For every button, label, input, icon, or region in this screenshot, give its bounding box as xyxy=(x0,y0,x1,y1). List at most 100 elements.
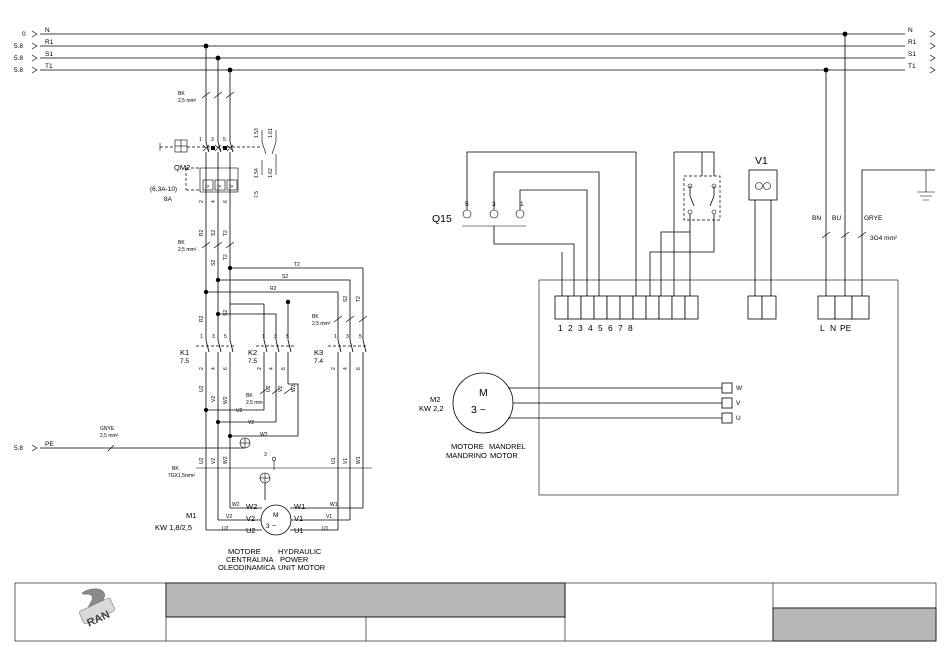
m2-terminal-u: U xyxy=(736,415,741,422)
cable4-color: BK xyxy=(246,393,253,399)
control-enclosure xyxy=(538,279,899,496)
breaker-pole-in-1: 1 xyxy=(199,137,202,143)
cable2-color: BK xyxy=(178,240,185,246)
m2-terminal-w: W xyxy=(736,385,743,392)
terminal-n: N xyxy=(830,323,836,333)
mains-feed: BN BU GRYE 3G4 mm² xyxy=(812,34,935,296)
terminal-5: 5 xyxy=(598,323,603,333)
pe-line: 5.8 PE GNYE 2,5 mm² 3 xyxy=(14,426,277,500)
k3-in-5: 5 xyxy=(359,334,362,340)
tag-w2-b: W2 xyxy=(291,384,297,392)
cable4-section: 2,5 mm xyxy=(246,400,263,406)
bus-ref-r1: 5.8 xyxy=(14,43,23,50)
mains-core-bn: BN xyxy=(812,215,821,222)
title-block: RAN xyxy=(14,582,937,642)
k2-in-3: 3 xyxy=(274,334,277,340)
tag-v1-a: V1 xyxy=(343,458,349,464)
k1-in-3: 3 xyxy=(212,334,215,340)
contactor-k1-ref: 7.5 xyxy=(180,358,189,365)
earth-tag: 3 xyxy=(264,452,267,458)
k2-out-6: 6 xyxy=(281,367,287,370)
tag-t2-a: T2 xyxy=(223,230,229,236)
supply-wires: BK 2,5 mm² xyxy=(178,46,235,142)
m1-caption-en-2: POWER xyxy=(280,555,309,564)
tag-w2-c: W2 xyxy=(260,432,268,438)
tag-v2-d: V2 xyxy=(211,458,217,464)
cable2-section: 2,5 mm² xyxy=(178,247,197,253)
q15-name: Q15 xyxy=(432,213,452,225)
breaker-aux-153: 1.53 xyxy=(254,128,260,138)
breaker-aux-162: 1.62 xyxy=(268,168,274,178)
m1-v1: V1 xyxy=(294,514,303,523)
pe-name: PE xyxy=(45,441,54,448)
tag-u2-c: U2 xyxy=(236,408,243,414)
contactor-k2-name: K2 xyxy=(248,348,257,357)
k1-in-5: 5 xyxy=(224,334,227,340)
m1-phase: 3 xyxy=(266,523,270,530)
tag-u1-b: U1 xyxy=(322,526,329,532)
m1-caption-en-1: HYDRAULIC xyxy=(278,547,322,556)
terminal-6: 6 xyxy=(608,323,613,333)
m2-symbol: M xyxy=(479,387,488,399)
m2-caption-en-1: MANDREL xyxy=(489,442,526,451)
tag-v2-b: V2 xyxy=(278,386,284,392)
k1-out-4: 4 xyxy=(211,367,217,370)
svg-text:I>: I> xyxy=(205,184,209,190)
terminal-pe: PE xyxy=(840,323,852,333)
m2-caption-en-2: MOTOR xyxy=(490,451,518,460)
tag-s2-e: S2 xyxy=(343,296,349,302)
contactor-k2-ref: 7.5 xyxy=(248,358,257,365)
k3-out-2: 2 xyxy=(331,367,337,370)
m1-name: M1 xyxy=(186,511,196,520)
motor-m1: M 3 ~ M1 KW 1,8/2,5 MOTORE CENTRALINA OL… xyxy=(155,504,326,572)
tag-w2-d: W2 xyxy=(223,456,229,464)
m1-symbol: M xyxy=(273,512,278,519)
breaker-aux-154: 1.54 xyxy=(254,168,260,178)
bus-label-t1-right: T1 xyxy=(908,63,916,70)
bus-label-s1: S1 xyxy=(45,51,53,58)
breaker-pole-in-5: 5 xyxy=(223,137,226,143)
company-logo: RAN xyxy=(79,588,115,630)
breaker-aux-161: 1.61 xyxy=(268,128,274,138)
k3-out-6: 6 xyxy=(356,367,362,370)
bus-label-s1-right: S1 xyxy=(908,51,916,58)
motor-cable-color: BK xyxy=(172,466,179,472)
cable3-color: BK xyxy=(312,314,319,320)
tag-w1-a: W1 xyxy=(356,456,362,464)
breaker-pole-in-3: 3 xyxy=(211,137,214,143)
bus-ref-s1: 5.8 xyxy=(14,55,23,62)
m2-name: M2 xyxy=(430,395,440,404)
tag-s2-c: S2 xyxy=(282,274,288,280)
k3-in-3: 3 xyxy=(346,334,349,340)
terminal-1: 1 xyxy=(558,323,563,333)
breaker-output-wires: BK 2,5 mm² R2 S2 T2 S2 T2 T2 S2 R2 R2 S2… xyxy=(178,205,368,330)
tag-s2-a: S2 xyxy=(211,230,217,236)
contactor-k1-name: K1 xyxy=(180,348,189,357)
limit-switch xyxy=(649,151,721,296)
m1-caption-en-3: UNIT MOTOR xyxy=(278,563,326,572)
svg-text:~: ~ xyxy=(272,521,277,530)
tag-w2-e: W2 xyxy=(232,502,240,508)
k2-out-4: 4 xyxy=(269,367,275,370)
tag-w2-a: W2 xyxy=(223,396,229,404)
breaker-name: QM2 xyxy=(174,163,190,172)
pe-cable-section: 2,5 mm² xyxy=(100,433,119,439)
k3-in-1: 1 xyxy=(334,334,337,340)
m1-w2: W2 xyxy=(246,502,257,511)
terminal-8: 8 xyxy=(628,323,633,333)
contactors: K1 7.5 1 3 5 2 4 6 K2 7.5 1 3 5 2 4 6 K3… xyxy=(180,330,368,520)
m2-terminal-v: V xyxy=(736,400,741,407)
tag-r2-d: R2 xyxy=(199,315,205,322)
v1-name: V1 xyxy=(755,155,768,167)
terminal-7: 7 xyxy=(618,323,623,333)
pe-cable-color: GNYE xyxy=(100,426,115,432)
supply-cable-color: BK xyxy=(178,91,185,97)
tag-w1-b: W1 xyxy=(330,502,338,508)
tag-r2-c: R2 xyxy=(270,286,277,292)
k2-in-5: 5 xyxy=(286,334,289,340)
breaker-pole-out-2: 2 xyxy=(199,200,205,203)
breaker-pole-out-4: 4 xyxy=(211,200,217,203)
contactor-k3-name: K3 xyxy=(314,348,323,357)
k2-in-1: 1 xyxy=(262,334,265,340)
bus-label-r1-right: R1 xyxy=(908,39,917,46)
